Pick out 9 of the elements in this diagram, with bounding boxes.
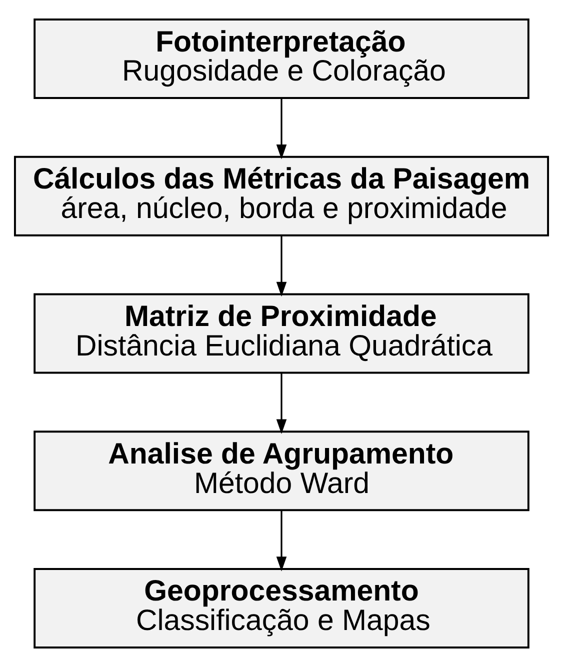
- node-box: Fotointerpretação Rugosidade e Coloração: [34, 18, 530, 98]
- node-box: Analise de Agrupamento Método Ward: [34, 430, 530, 511]
- arrow: [276, 98, 287, 159]
- arrow: [276, 372, 287, 434]
- node-box: Geoprocessamento Classificação e Mapas: [34, 568, 530, 648]
- node-box: Matriz de Proximidade Distância Euclidiana Quadrática: [34, 292, 530, 374]
- arrow: [276, 510, 287, 571]
- node-box: Cálculos das Métricas da Paisagem área, núcleo, borda e proximidade: [14, 155, 550, 236]
- arrow: [276, 235, 287, 296]
